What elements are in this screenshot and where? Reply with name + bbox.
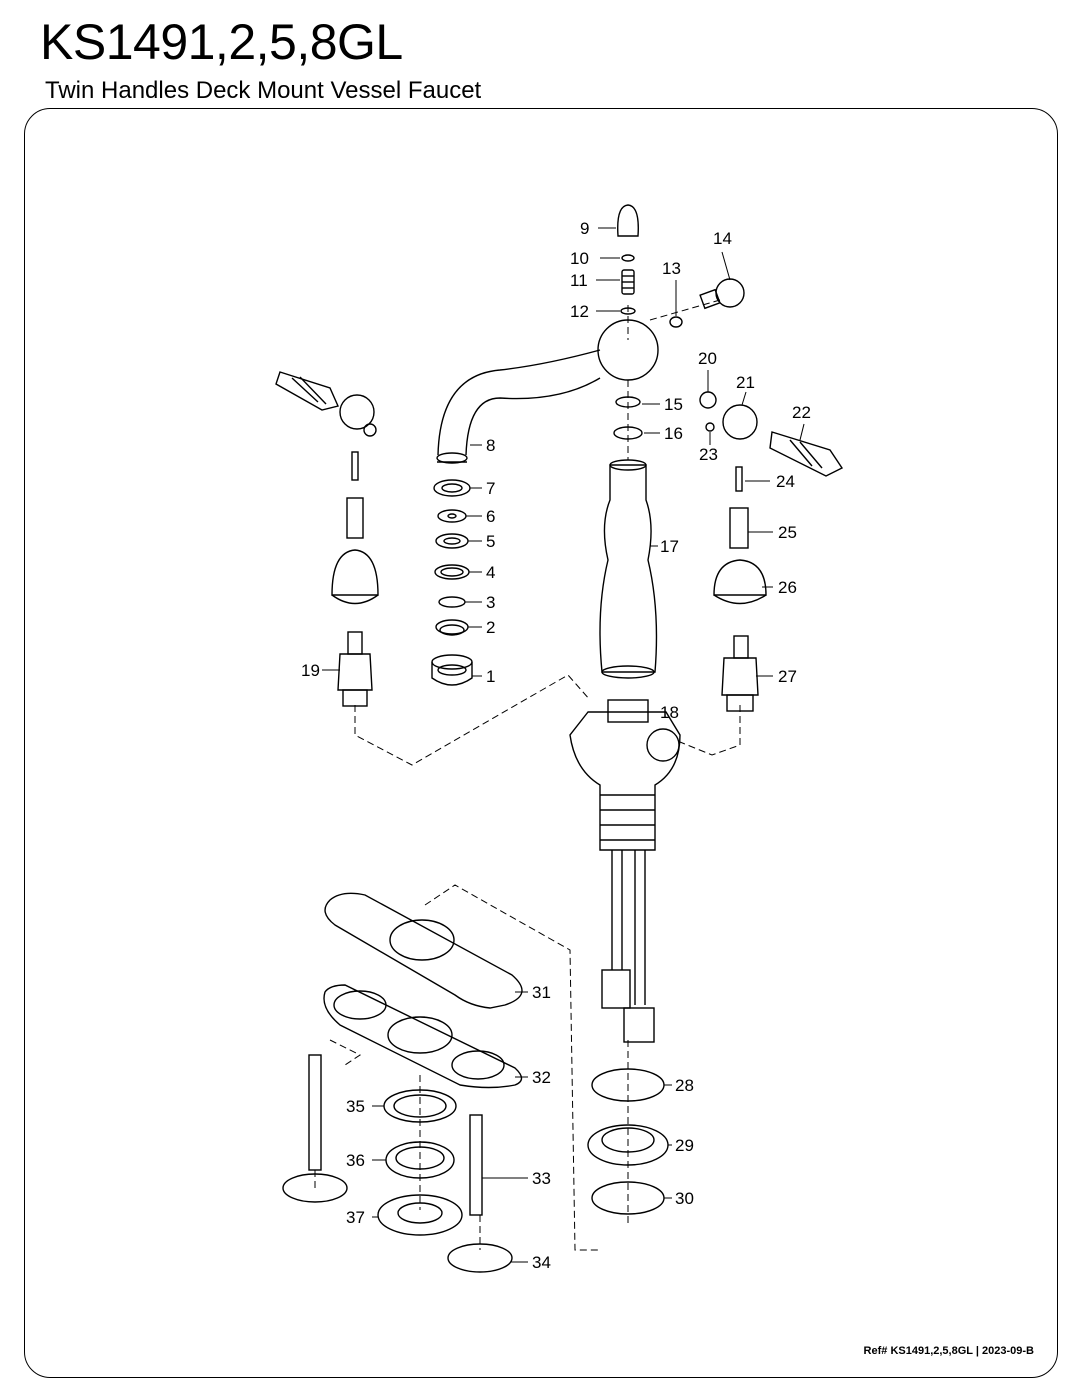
callout-21: 21	[736, 373, 755, 392]
callout-35: 35	[346, 1097, 365, 1116]
callout-11: 11	[570, 271, 588, 290]
callout-22: 22	[792, 403, 811, 422]
callout-24: 24	[776, 472, 795, 491]
callout-7: 7	[486, 479, 495, 498]
diagram-frame	[24, 108, 1058, 1378]
callout-3: 3	[486, 593, 495, 612]
callout-37: 37	[346, 1208, 365, 1227]
callout-10: 10	[570, 249, 589, 268]
aerator-stack	[431, 479, 473, 686]
reference-footer: Ref# KS1491,2,5,8GL | 2023-09-B	[864, 1345, 1034, 1357]
callout-13: 13	[662, 259, 681, 278]
callout-9: 9	[580, 219, 589, 238]
callout-26: 26	[778, 578, 797, 597]
callout-numbers: 1 2 3 4 5 6 7 8 9 10 11 12 13 14 15 16 1…	[301, 219, 811, 1272]
callout-15: 15	[664, 395, 683, 414]
product-description: Twin Handles Deck Mount Vessel Faucet	[45, 77, 482, 104]
callout-18: 18	[660, 703, 679, 722]
callout-5: 5	[486, 532, 495, 551]
callout-leaders	[322, 227, 805, 1263]
callout-27: 27	[778, 667, 797, 686]
callout-6: 6	[486, 507, 495, 526]
callout-31: 31	[532, 983, 551, 1002]
callout-32: 32	[532, 1068, 551, 1087]
callout-12: 12	[570, 302, 589, 321]
callout-28: 28	[675, 1076, 694, 1095]
callout-36: 36	[346, 1151, 365, 1170]
center-body	[569, 396, 681, 1043]
right-handle-assembly	[699, 391, 844, 712]
side-sprayer-parts	[669, 278, 745, 328]
ref-date: 2023-09-B	[982, 1345, 1034, 1357]
callout-30: 30	[675, 1189, 694, 1208]
ref-separator: |	[975, 1345, 979, 1357]
ref-prefix: Ref#	[863, 1345, 888, 1357]
callout-19: 19	[301, 661, 320, 680]
callout-20: 20	[698, 349, 717, 368]
callout-23: 23	[699, 445, 718, 464]
callout-1: 1	[486, 667, 495, 686]
deck-plate	[323, 892, 523, 1089]
callout-2: 2	[486, 618, 495, 637]
callout-4: 4	[486, 563, 495, 582]
callout-14: 14	[713, 229, 732, 248]
top-cap-stack	[617, 204, 639, 315]
callout-17: 17	[660, 537, 679, 556]
model-title: KS1491,2,5,8GL	[40, 14, 403, 70]
callout-16: 16	[664, 424, 683, 443]
left-handle-assembly	[275, 371, 379, 707]
callout-34: 34	[532, 1253, 551, 1272]
callout-25: 25	[778, 523, 797, 542]
callout-29: 29	[675, 1136, 694, 1155]
callout-8: 8	[486, 436, 495, 455]
ref-model: KS1491,2,5,8GL	[890, 1345, 973, 1357]
spout	[436, 319, 659, 464]
callout-33: 33	[532, 1169, 551, 1188]
